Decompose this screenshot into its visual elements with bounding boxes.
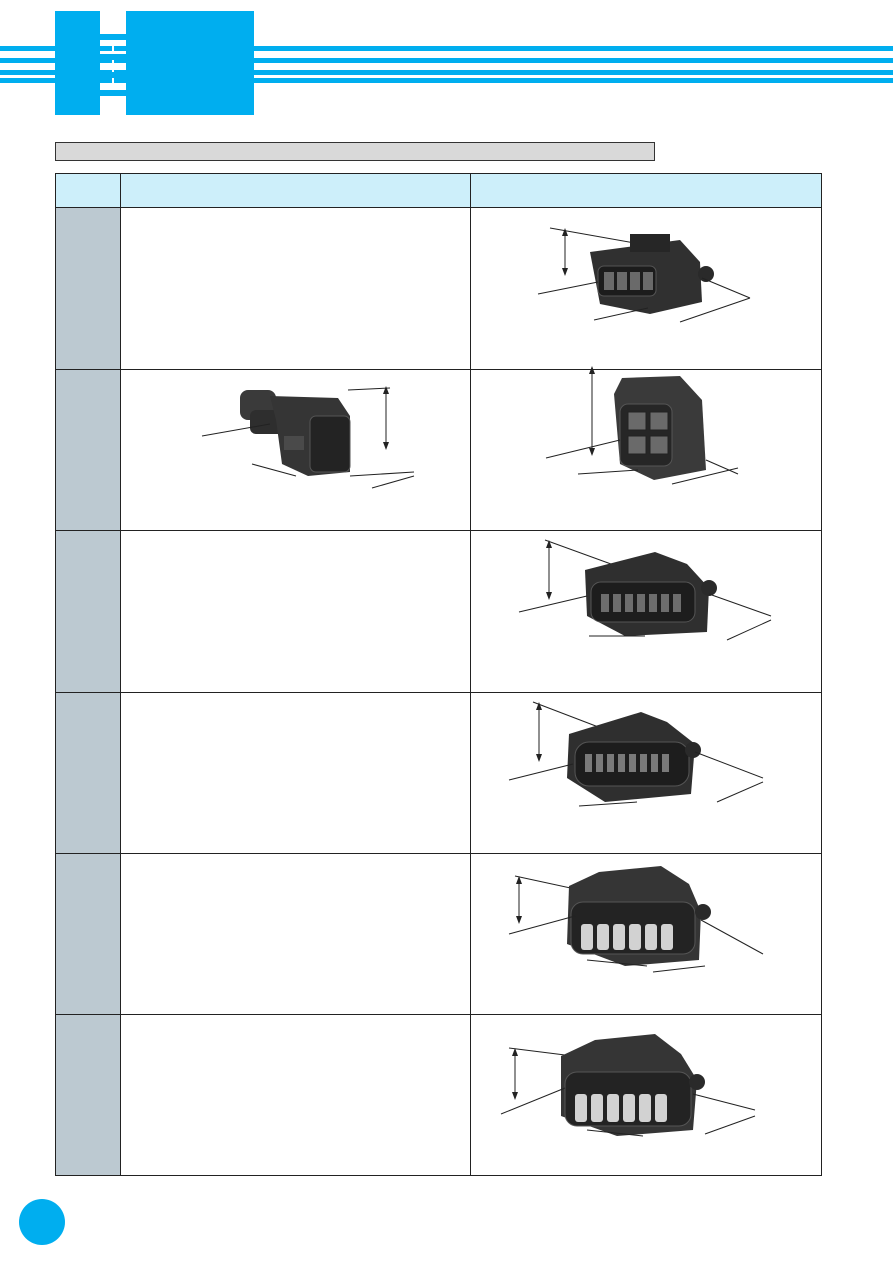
section-title-bar: [55, 142, 655, 161]
connector-multipin-white-terminals-photo: [500, 1034, 756, 1137]
logo-gap: [112, 78, 114, 90]
logo-bridge: [100, 72, 126, 78]
header-stripe: [0, 78, 893, 83]
column-divider: [470, 174, 471, 1175]
logo-gap: [112, 40, 114, 54]
row-divider: [56, 1014, 821, 1015]
logo-bridge: [100, 34, 126, 40]
logo-bridge: [100, 54, 126, 60]
column-divider: [120, 174, 121, 1175]
connector-4pin-housing-photo: [537, 227, 751, 323]
table-header-row: [56, 174, 821, 208]
header-stripe: [0, 70, 893, 75]
connector-multipin-housing-photo: [508, 701, 764, 807]
connector-table: [55, 173, 822, 1176]
row-divider: [56, 530, 821, 531]
row-divider: [56, 369, 821, 370]
row-divider: [56, 692, 821, 693]
connector-multipin-white-terminals-photo: [508, 866, 764, 973]
row-divider: [56, 853, 821, 854]
logo-block-left: [55, 11, 100, 115]
header-stripe: [0, 58, 893, 63]
page-number-dot: [19, 1199, 65, 1245]
logo-gap: [112, 60, 114, 72]
connector-2x2-receptacle-photo: [545, 366, 739, 485]
logo-block-right: [126, 11, 254, 115]
logo-bridge: [100, 90, 126, 96]
connector-2pin-plug-photo: [201, 386, 415, 489]
header-stripe: [0, 46, 893, 51]
connector-multipin-housing-photo: [518, 539, 772, 641]
